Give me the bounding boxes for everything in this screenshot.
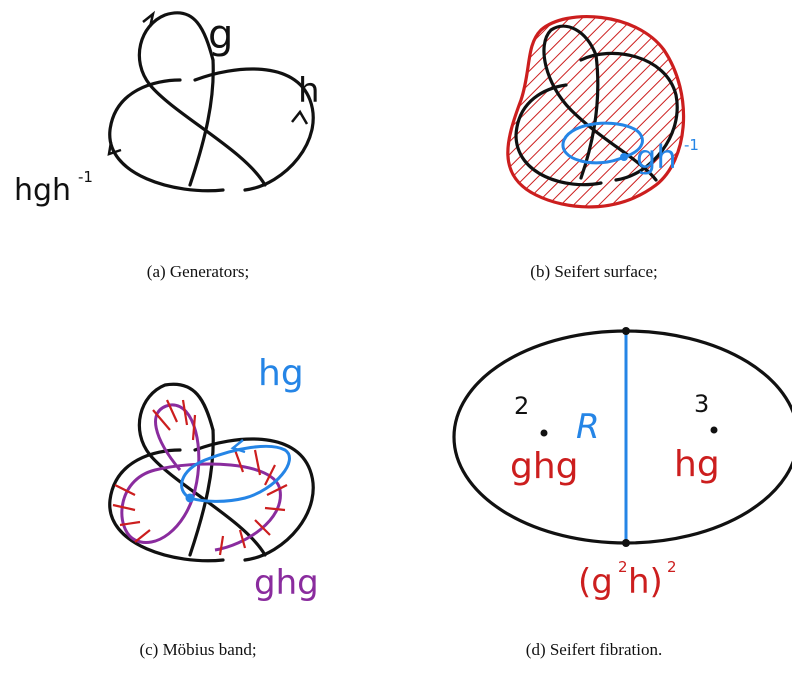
label-ghg: ghg — [254, 563, 319, 603]
caption-mobius-band: (c) Möbius band; — [139, 640, 257, 659]
label-gh-exponent: -1 — [684, 136, 699, 154]
caption-seifert-surface: (b) Seifert surface; — [530, 262, 658, 281]
label-hg: hg — [674, 444, 720, 485]
label-g: g — [208, 12, 233, 58]
label-h: h — [298, 71, 320, 111]
seifert-fibration-diagram: 2 3 R ghg hg (g 2 h) 2 — [452, 327, 792, 602]
label-g2h-outer-exponent: 2 — [667, 558, 677, 576]
label-hgh-exponent: -1 — [78, 168, 93, 186]
panel-seifert-surface: gh -1 (b) Seifert surface; — [396, 0, 792, 300]
mobius-band-diagram: hg ghg — [108, 353, 319, 603]
label-hg: hg — [258, 353, 304, 394]
panel-mobius-band: hg ghg (c) Möbius band; — [0, 330, 396, 675]
label-g2h-exponent: 2 — [618, 558, 628, 576]
panel-seifert-fibration: 2 3 R ghg hg (g 2 h) 2 (d) Seifert fibra… — [396, 300, 792, 675]
caption-seifert-fibration: (d) Seifert fibration. — [525, 640, 663, 659]
label-three: 3 — [694, 390, 709, 418]
label-R: R — [576, 407, 600, 447]
label-hgh: hgh — [14, 173, 71, 208]
trefoil-generators-diagram: g h hgh -1 — [14, 10, 320, 208]
caption-generators: (a) Generators; — [146, 262, 250, 281]
label-gh: gh — [636, 138, 677, 176]
label-ghg: ghg — [510, 446, 579, 487]
label-g2h-close: h) — [628, 562, 663, 602]
label-two: 2 — [514, 392, 529, 420]
seifert-surface-diagram: gh -1 — [506, 15, 699, 209]
label-g2h-open: (g — [578, 562, 613, 602]
panel-generators: g h hgh -1 (a) Generators; — [0, 0, 396, 300]
